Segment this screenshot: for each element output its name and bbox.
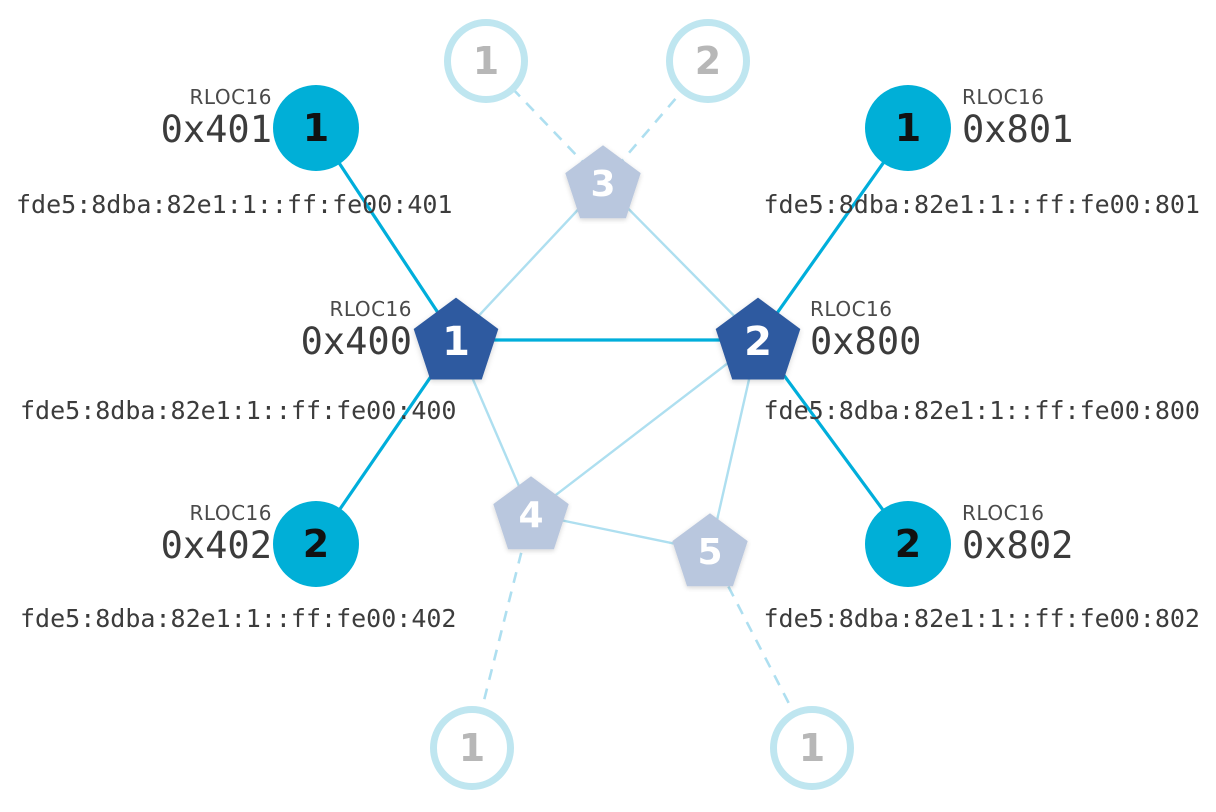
label-child-0x402: RLOC16 0x402	[161, 502, 272, 567]
ipv6-address-child-0x402: fde5:8dba:82e1:1::ff:fe00:402	[20, 604, 457, 633]
node-number: 2	[302, 522, 330, 566]
child-node-0x801[interactable]: 1	[865, 85, 951, 171]
rloc16-value: 0x800	[810, 320, 922, 363]
inactive-router-pentagon-3[interactable]: 3	[562, 142, 644, 224]
label-router-0x800: RLOC16 0x800	[810, 298, 921, 363]
rloc16-caption: RLOC16	[962, 85, 1045, 109]
child-node-0x402[interactable]: 2	[273, 501, 359, 587]
ipv6-address-child-0x401: fde5:8dba:82e1:1::ff:fe00:401	[16, 190, 453, 219]
label-child-0x801: RLOC16 0x801	[962, 86, 1073, 151]
rloc16-caption: RLOC16	[189, 85, 272, 109]
child-node-0x401[interactable]: 1	[273, 85, 359, 171]
child-node-0x802[interactable]: 2	[865, 501, 951, 587]
inactive-child-circle-top-2[interactable]: 2	[666, 19, 750, 103]
node-number: 1	[894, 106, 922, 150]
pentagon-icon	[565, 145, 641, 219]
node-number: 1	[798, 726, 826, 770]
router-node-0x800[interactable]: 2	[712, 294, 804, 386]
label-child-0x401: RLOC16 0x401	[161, 86, 272, 151]
router-node-0x400[interactable]: 1	[410, 294, 502, 386]
rloc16-value: 0x802	[962, 524, 1074, 567]
ipv6-address-child-0x801: fde5:8dba:82e1:1::ff:fe00:801	[763, 190, 1201, 219]
pentagon-icon	[715, 297, 801, 380]
pentagon-icon	[413, 297, 499, 380]
node-number: 1	[458, 726, 486, 770]
inactive-child-circle-bottom-left-1[interactable]: 1	[430, 706, 514, 790]
ipv6-address-router-0x800: fde5:8dba:82e1:1::ff:fe00:800	[763, 396, 1201, 425]
inactive-router-pentagon-5[interactable]: 5	[669, 510, 751, 592]
edge-router2-pentagon4	[530, 339, 759, 515]
rloc16-caption: RLOC16	[189, 501, 272, 525]
node-number: 2	[894, 522, 922, 566]
rloc16-value: 0x400	[300, 320, 412, 363]
label-router-0x400: RLOC16 0x400	[301, 298, 412, 363]
rloc16-caption: RLOC16	[962, 501, 1045, 525]
node-number: 2	[694, 39, 722, 83]
inactive-router-pentagon-4[interactable]: 4	[490, 473, 572, 555]
rloc16-value: 0x401	[160, 108, 272, 151]
label-child-0x802: RLOC16 0x802	[962, 502, 1073, 567]
rloc16-value: 0x801	[962, 108, 1074, 151]
node-number: 1	[472, 39, 500, 83]
inactive-child-circle-bottom-right-1[interactable]: 1	[770, 706, 854, 790]
pentagon-icon	[672, 513, 748, 587]
node-number: 1	[302, 106, 330, 150]
ipv6-address-child-0x802: fde5:8dba:82e1:1::ff:fe00:802	[763, 604, 1201, 633]
ipv6-address-router-0x400: fde5:8dba:82e1:1::ff:fe00:400	[20, 396, 457, 425]
rloc16-caption: RLOC16	[329, 297, 412, 321]
rloc16-caption: RLOC16	[810, 297, 893, 321]
pentagon-icon	[493, 476, 569, 550]
inactive-child-circle-top-1[interactable]: 1	[444, 19, 528, 103]
rloc16-value: 0x402	[160, 524, 272, 567]
